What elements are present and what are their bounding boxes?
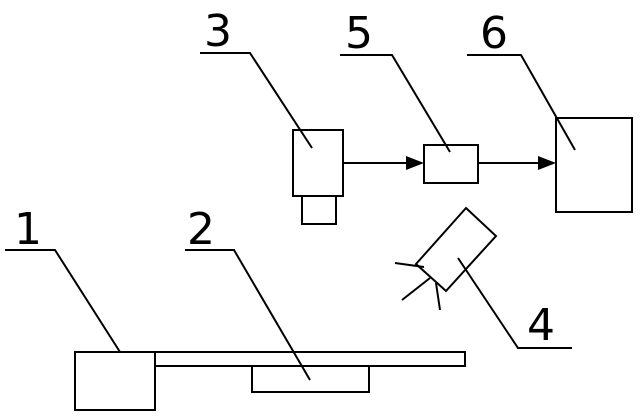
arrow-3-to-5: [343, 156, 424, 170]
label-5: 5: [345, 8, 373, 59]
part-3-camera: [292, 129, 344, 225]
horizontal-beam: [154, 351, 466, 367]
part-6-output-unit: [555, 117, 633, 213]
light-ray-diagonal: [401, 277, 431, 301]
leader-4: [457, 257, 572, 349]
base-block: [74, 351, 156, 411]
arrow-5-to-6: [478, 156, 556, 170]
part-1-base-assembly: [74, 351, 466, 411]
label-4: 4: [527, 300, 555, 351]
leader-2: [185, 249, 311, 381]
leader-5: [340, 54, 451, 153]
label-3: 3: [204, 6, 232, 57]
part-5-processor: [423, 144, 479, 184]
leader-lines: [5, 52, 576, 381]
label-6: 6: [480, 8, 508, 59]
light-ray-left: [394, 262, 425, 268]
leader-6: [467, 54, 576, 151]
label-1: 1: [14, 204, 42, 255]
camera-body: [292, 129, 344, 197]
light-source-body: [414, 206, 498, 293]
camera-lens: [301, 195, 337, 225]
leader-1: [5, 249, 121, 353]
light-ray-down: [435, 282, 441, 311]
label-2: 2: [187, 204, 215, 255]
part-4-light-source: [394, 206, 498, 311]
leader-3: [200, 52, 313, 149]
